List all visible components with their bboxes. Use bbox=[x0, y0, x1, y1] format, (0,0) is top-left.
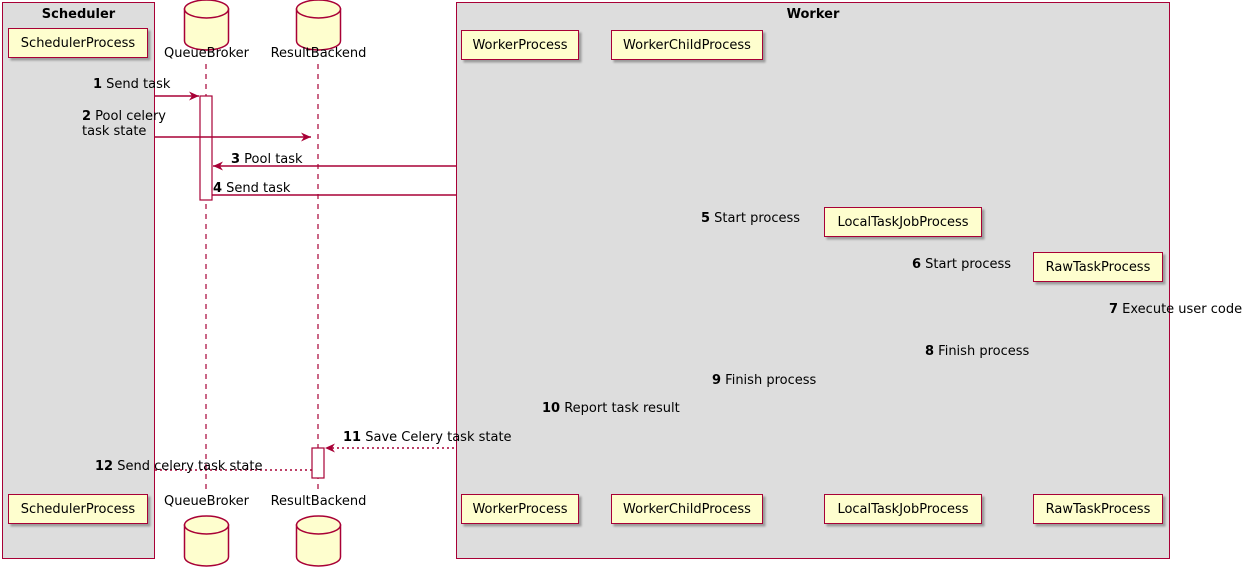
database-icon-result-backend bbox=[295, 515, 342, 567]
message-text-10: Report task result bbox=[560, 401, 680, 416]
participant-label-local-task-job-process-bottom: LocalTaskJobProcess bbox=[837, 501, 969, 517]
participant-label-raw-task-process-top: RawTaskProcess bbox=[1045, 259, 1151, 275]
message-text-4: Send task bbox=[222, 181, 291, 196]
message-text-8: Finish process bbox=[934, 344, 1030, 359]
message-label-8: 8 Finish process bbox=[925, 345, 1029, 359]
message-label-5: 5 Start process bbox=[701, 212, 800, 226]
participant-label-worker-process-bottom: WorkerProcess bbox=[472, 501, 568, 517]
message-text-12: Send celery task state bbox=[113, 459, 263, 474]
message-number-10: 10 bbox=[542, 401, 561, 416]
participant-label-result-backend-top[interactable]: ResultBackend bbox=[270, 46, 367, 61]
message-label-11: 11 Save Celery task state bbox=[343, 431, 512, 445]
participant-worker-process-bottom[interactable]: WorkerProcess bbox=[461, 494, 579, 524]
message-number-4: 4 bbox=[213, 181, 223, 196]
participant-label-local-task-job-process-top: LocalTaskJobProcess bbox=[837, 214, 969, 230]
participant-label-queue-broker-bottom[interactable]: QueueBroker bbox=[163, 494, 250, 509]
participant-worker-process-top[interactable]: WorkerProcess bbox=[461, 30, 579, 60]
message-number-7: 7 bbox=[1109, 302, 1119, 317]
participant-label-worker-child-process-top: WorkerChildProcess bbox=[623, 37, 751, 53]
message-number-2: 2 bbox=[82, 109, 92, 124]
activation-bar-queue-broker-1 bbox=[199, 95, 213, 201]
message-number-5: 5 bbox=[701, 211, 711, 226]
group-title-worker: Worker bbox=[786, 7, 840, 22]
message-number-1: 1 bbox=[93, 77, 103, 92]
activation-bar-result-backend-2 bbox=[311, 447, 325, 479]
participant-label-result-backend-bottom[interactable]: ResultBackend bbox=[270, 494, 367, 509]
participant-label-worker-process-top: WorkerProcess bbox=[472, 37, 568, 53]
message-label-10: 10 Report task result bbox=[542, 402, 680, 416]
message-text-7: Execute user code bbox=[1118, 302, 1243, 317]
message-number-11: 11 bbox=[343, 430, 362, 445]
database-icon-queue-broker bbox=[183, 0, 230, 51]
participant-label-scheduler-process-top: SchedulerProcess bbox=[20, 35, 136, 51]
message-label-4: 4 Send task bbox=[213, 182, 290, 196]
participant-worker-child-process-bottom[interactable]: WorkerChildProcess bbox=[611, 494, 763, 524]
participant-label-raw-task-process-bottom: RawTaskProcess bbox=[1045, 501, 1151, 517]
participant-raw-task-process-top[interactable]: RawTaskProcess bbox=[1033, 252, 1163, 282]
message-text-1: Send task bbox=[102, 77, 171, 92]
participant-label-worker-child-process-bottom: WorkerChildProcess bbox=[623, 501, 751, 517]
message-label-3: 3 Pool task bbox=[231, 153, 303, 167]
message-text-6: Start process bbox=[921, 257, 1012, 272]
message-text-3: Pool task bbox=[240, 152, 303, 167]
participant-local-task-job-process-top[interactable]: LocalTaskJobProcess bbox=[824, 207, 982, 237]
group-title-scheduler: Scheduler bbox=[41, 7, 116, 22]
message-text-11: Save Celery task state bbox=[361, 430, 512, 445]
message-label-7: 7 Execute user code bbox=[1109, 303, 1242, 317]
participant-raw-task-process-bottom[interactable]: RawTaskProcess bbox=[1033, 494, 1163, 524]
message-label-9: 9 Finish process bbox=[712, 374, 816, 388]
message-number-9: 9 bbox=[712, 373, 722, 388]
message-label-6: 6 Start process bbox=[912, 258, 1011, 272]
participant-label-scheduler-process-bottom: SchedulerProcess bbox=[20, 501, 136, 517]
database-icon-result-backend bbox=[295, 0, 342, 51]
message-label-1: 1 Send task bbox=[93, 78, 170, 92]
group-box-scheduler bbox=[2, 2, 155, 559]
participant-worker-child-process-top[interactable]: WorkerChildProcess bbox=[611, 30, 763, 60]
message-number-6: 6 bbox=[912, 257, 922, 272]
participant-label-queue-broker-top[interactable]: QueueBroker bbox=[163, 46, 250, 61]
participant-scheduler-process-top[interactable]: SchedulerProcess bbox=[8, 28, 148, 58]
message-number-12: 12 bbox=[95, 459, 114, 474]
message-label-12: 12 Send celery task state bbox=[95, 460, 262, 474]
message-text-9: Finish process bbox=[721, 373, 817, 388]
database-icon-queue-broker bbox=[183, 515, 230, 567]
message-number-3: 3 bbox=[231, 152, 241, 167]
participant-scheduler-process-bottom[interactable]: SchedulerProcess bbox=[8, 494, 148, 524]
message-text-5: Start process bbox=[710, 211, 801, 226]
message-number-8: 8 bbox=[925, 344, 935, 359]
participant-local-task-job-process-bottom[interactable]: LocalTaskJobProcess bbox=[824, 494, 982, 524]
